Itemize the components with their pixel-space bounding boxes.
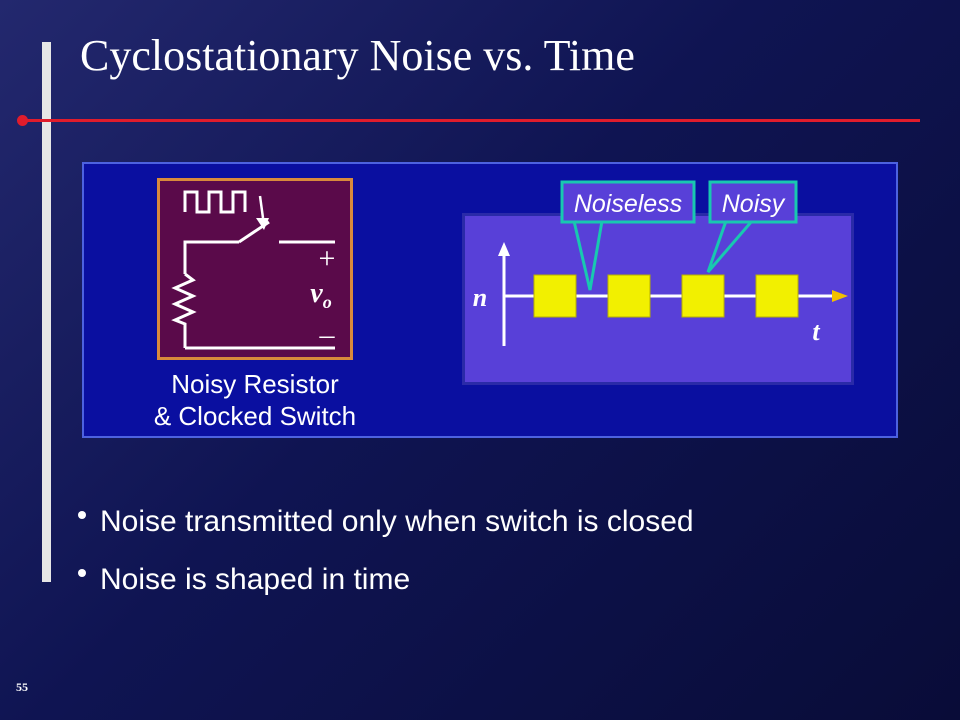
noise-pulses xyxy=(533,274,799,318)
resistor-zigzag xyxy=(171,272,197,348)
noise-pulse-block xyxy=(533,274,577,318)
circuit-diagram: + vo – xyxy=(171,190,336,351)
y-axis-arrowhead xyxy=(498,242,510,256)
slide-number: 55 xyxy=(16,680,28,694)
switch-blade xyxy=(238,220,270,244)
title-rule xyxy=(22,119,920,122)
slide-title: Cyclostationary Noise vs. Time xyxy=(80,31,635,80)
left-accent-bar xyxy=(42,42,51,582)
output-voltage-symbol: v xyxy=(310,278,323,309)
bullet-text: Noise transmitted only when switch is cl… xyxy=(100,505,694,538)
noise-time-plot: Noiseless Noisy n t xyxy=(473,180,848,346)
top-wire xyxy=(183,240,239,274)
circuit-caption-line-1: Noisy Resistor xyxy=(171,369,339,399)
circuit-caption: Noisy Resistor & Clocked Switch xyxy=(140,368,370,432)
bullet-text: Noise is shaped in time xyxy=(100,563,411,596)
clock-arrow-line xyxy=(258,195,265,219)
noiseless-callout xyxy=(560,180,696,224)
bullet-dot xyxy=(78,569,86,577)
noise-pulse-block xyxy=(755,274,799,318)
noisy-callout xyxy=(708,180,798,224)
x-axis-arrowhead xyxy=(832,290,848,302)
noisy-callout-label: Noisy xyxy=(722,190,786,218)
y-axis-label: n xyxy=(473,283,487,312)
title-rule-dot xyxy=(17,115,28,126)
noise-pulse-block xyxy=(681,274,725,318)
output-minus-label: – xyxy=(319,318,336,351)
noiseless-callout-pointer xyxy=(572,219,604,291)
noise-pulse-block xyxy=(607,274,651,318)
noiseless-callout-label: Noiseless xyxy=(574,190,682,218)
x-axis-label: t xyxy=(812,317,820,346)
clock-waveform xyxy=(183,190,247,214)
bullet-dot xyxy=(78,511,86,519)
noisy-callout-pointer xyxy=(706,219,756,273)
clock-arrow-head xyxy=(256,218,269,230)
circuit-caption-line-2: & Clocked Switch xyxy=(153,401,357,431)
output-voltage-label: vo xyxy=(310,278,331,312)
circuit-box xyxy=(157,178,353,360)
output-plus-label: + xyxy=(319,242,336,275)
output-voltage-subscript: o xyxy=(323,292,332,312)
